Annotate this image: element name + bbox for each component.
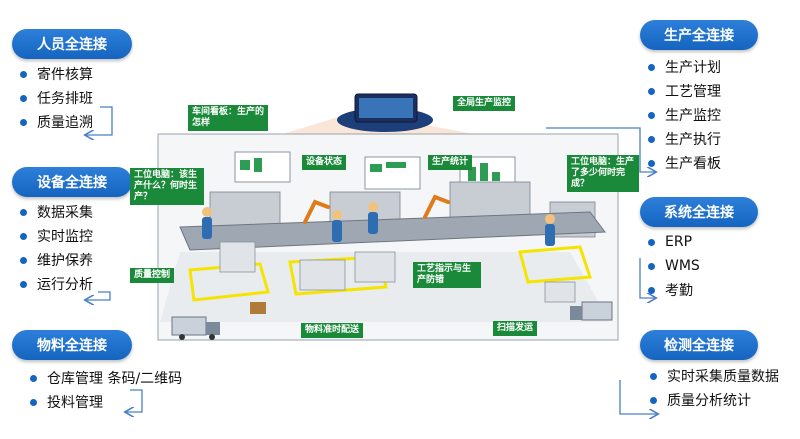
list-item: 运行分析 <box>20 272 93 296</box>
list-item-label: 考勤 <box>665 283 693 299</box>
panel-material-list: 仓库管理 条码/二维码 投料管理 <box>30 366 182 414</box>
list-item-label: 生产计划 <box>665 60 721 76</box>
list-item: 仓库管理 条码/二维码 <box>30 366 182 390</box>
list-item-label: WMS <box>665 258 700 274</box>
panel-inspection-list: 实时采集质量数据 质量分析统计 <box>650 364 779 412</box>
list-item-label: 生产执行 <box>665 132 721 148</box>
list-item: 数据采集 <box>20 200 93 224</box>
list-item-label: 工艺管理 <box>665 84 721 100</box>
list-item-label: 实时监控 <box>37 229 93 245</box>
label-equipment-status: 设备状态 <box>302 155 347 170</box>
label-quality-control: 质量控制 <box>130 268 175 283</box>
bullet-icon <box>20 232 27 240</box>
list-item-label: 数据采集 <box>37 205 93 221</box>
panel-system-list: ERP WMS 考勤 <box>648 230 700 302</box>
bullet-icon <box>648 87 655 95</box>
label-scan-ship: 扫描发运 <box>493 321 538 336</box>
list-item-label: 投料管理 <box>47 395 103 411</box>
list-item: 生产看板 <box>648 151 721 175</box>
panel-people-title[interactable]: 人员全连接 <box>12 29 132 59</box>
list-item: 实时采集质量数据 <box>650 364 779 388</box>
list-item: WMS <box>648 254 700 278</box>
bullet-icon <box>20 256 27 264</box>
factory-illustration <box>157 93 619 341</box>
list-item: 考勤 <box>648 278 700 302</box>
bullet-icon <box>648 111 655 119</box>
list-item: 生产计划 <box>648 55 721 79</box>
list-item-label: 生产监控 <box>665 108 721 124</box>
list-item-label: 维护保养 <box>37 253 93 269</box>
label-material-delivery: 物料准时配送 <box>301 323 364 338</box>
list-item-label: 生产看板 <box>665 156 721 172</box>
list-item: 实时监控 <box>20 224 93 248</box>
bullet-icon <box>20 280 27 288</box>
list-item-label: 实时采集质量数据 <box>667 369 779 385</box>
list-item-label: 运行分析 <box>37 277 93 293</box>
bullet-icon <box>650 396 657 404</box>
bullet-icon <box>20 70 27 78</box>
bullet-icon <box>648 159 655 167</box>
panel-equipment-title[interactable]: 设备全连接 <box>12 167 132 197</box>
panel-inspection-title[interactable]: 检测全连接 <box>640 330 758 360</box>
panel-people-list: 寄件核算 任务排班 质量追溯 <box>20 62 93 134</box>
panel-production-list: 生产计划 工艺管理 生产监控 生产执行 生产看板 <box>648 55 721 175</box>
list-item: 质量追溯 <box>20 110 93 134</box>
bullet-icon <box>648 262 655 270</box>
label-global-monitor: 全局生产监控 <box>453 96 516 111</box>
list-item: 寄件核算 <box>20 62 93 86</box>
bullet-icon <box>20 118 27 126</box>
list-item: 工艺管理 <box>648 79 721 103</box>
list-item: 生产执行 <box>648 127 721 151</box>
list-item-label: 寄件核算 <box>37 67 93 83</box>
bullet-icon <box>648 63 655 71</box>
label-production-stats: 生产统计 <box>428 155 473 170</box>
list-item-label: 仓库管理 条码/二维码 <box>47 371 183 387</box>
list-item: 维护保养 <box>20 248 93 272</box>
list-item: ERP <box>648 230 700 254</box>
bullet-icon <box>20 94 27 102</box>
list-item: 生产监控 <box>648 103 721 127</box>
list-item: 质量分析统计 <box>650 388 779 412</box>
panel-production-title[interactable]: 生产全连接 <box>640 20 758 50</box>
list-item-label: ERP <box>665 234 693 250</box>
panel-material-title[interactable]: 物料全连接 <box>12 330 132 360</box>
list-item-label: 任务排班 <box>37 91 93 107</box>
bullet-icon <box>30 398 37 406</box>
panel-equipment-list: 数据采集 实时监控 维护保养 运行分析 <box>20 200 93 296</box>
bullet-icon <box>30 374 37 382</box>
bullet-icon <box>20 208 27 216</box>
list-item-label: 质量分析统计 <box>667 393 751 409</box>
list-item: 投料管理 <box>30 390 182 414</box>
bullet-icon <box>648 238 655 246</box>
label-process-guide: 工艺指示与生产防错 <box>413 262 481 288</box>
label-workshop-board: 车间看板：生产的怎样 <box>188 105 268 131</box>
label-station-pc-right: 工位电脑：生产了多少何时完成？ <box>567 155 639 192</box>
bullet-icon <box>648 135 655 143</box>
bullet-icon <box>650 372 657 380</box>
list-item-label: 质量追溯 <box>37 115 93 131</box>
list-item: 任务排班 <box>20 86 93 110</box>
bullet-icon <box>648 286 655 294</box>
panel-system-title[interactable]: 系统全连接 <box>640 197 758 227</box>
label-station-pc-left: 工位电脑：该生产什么？何时生产？ <box>130 168 204 205</box>
